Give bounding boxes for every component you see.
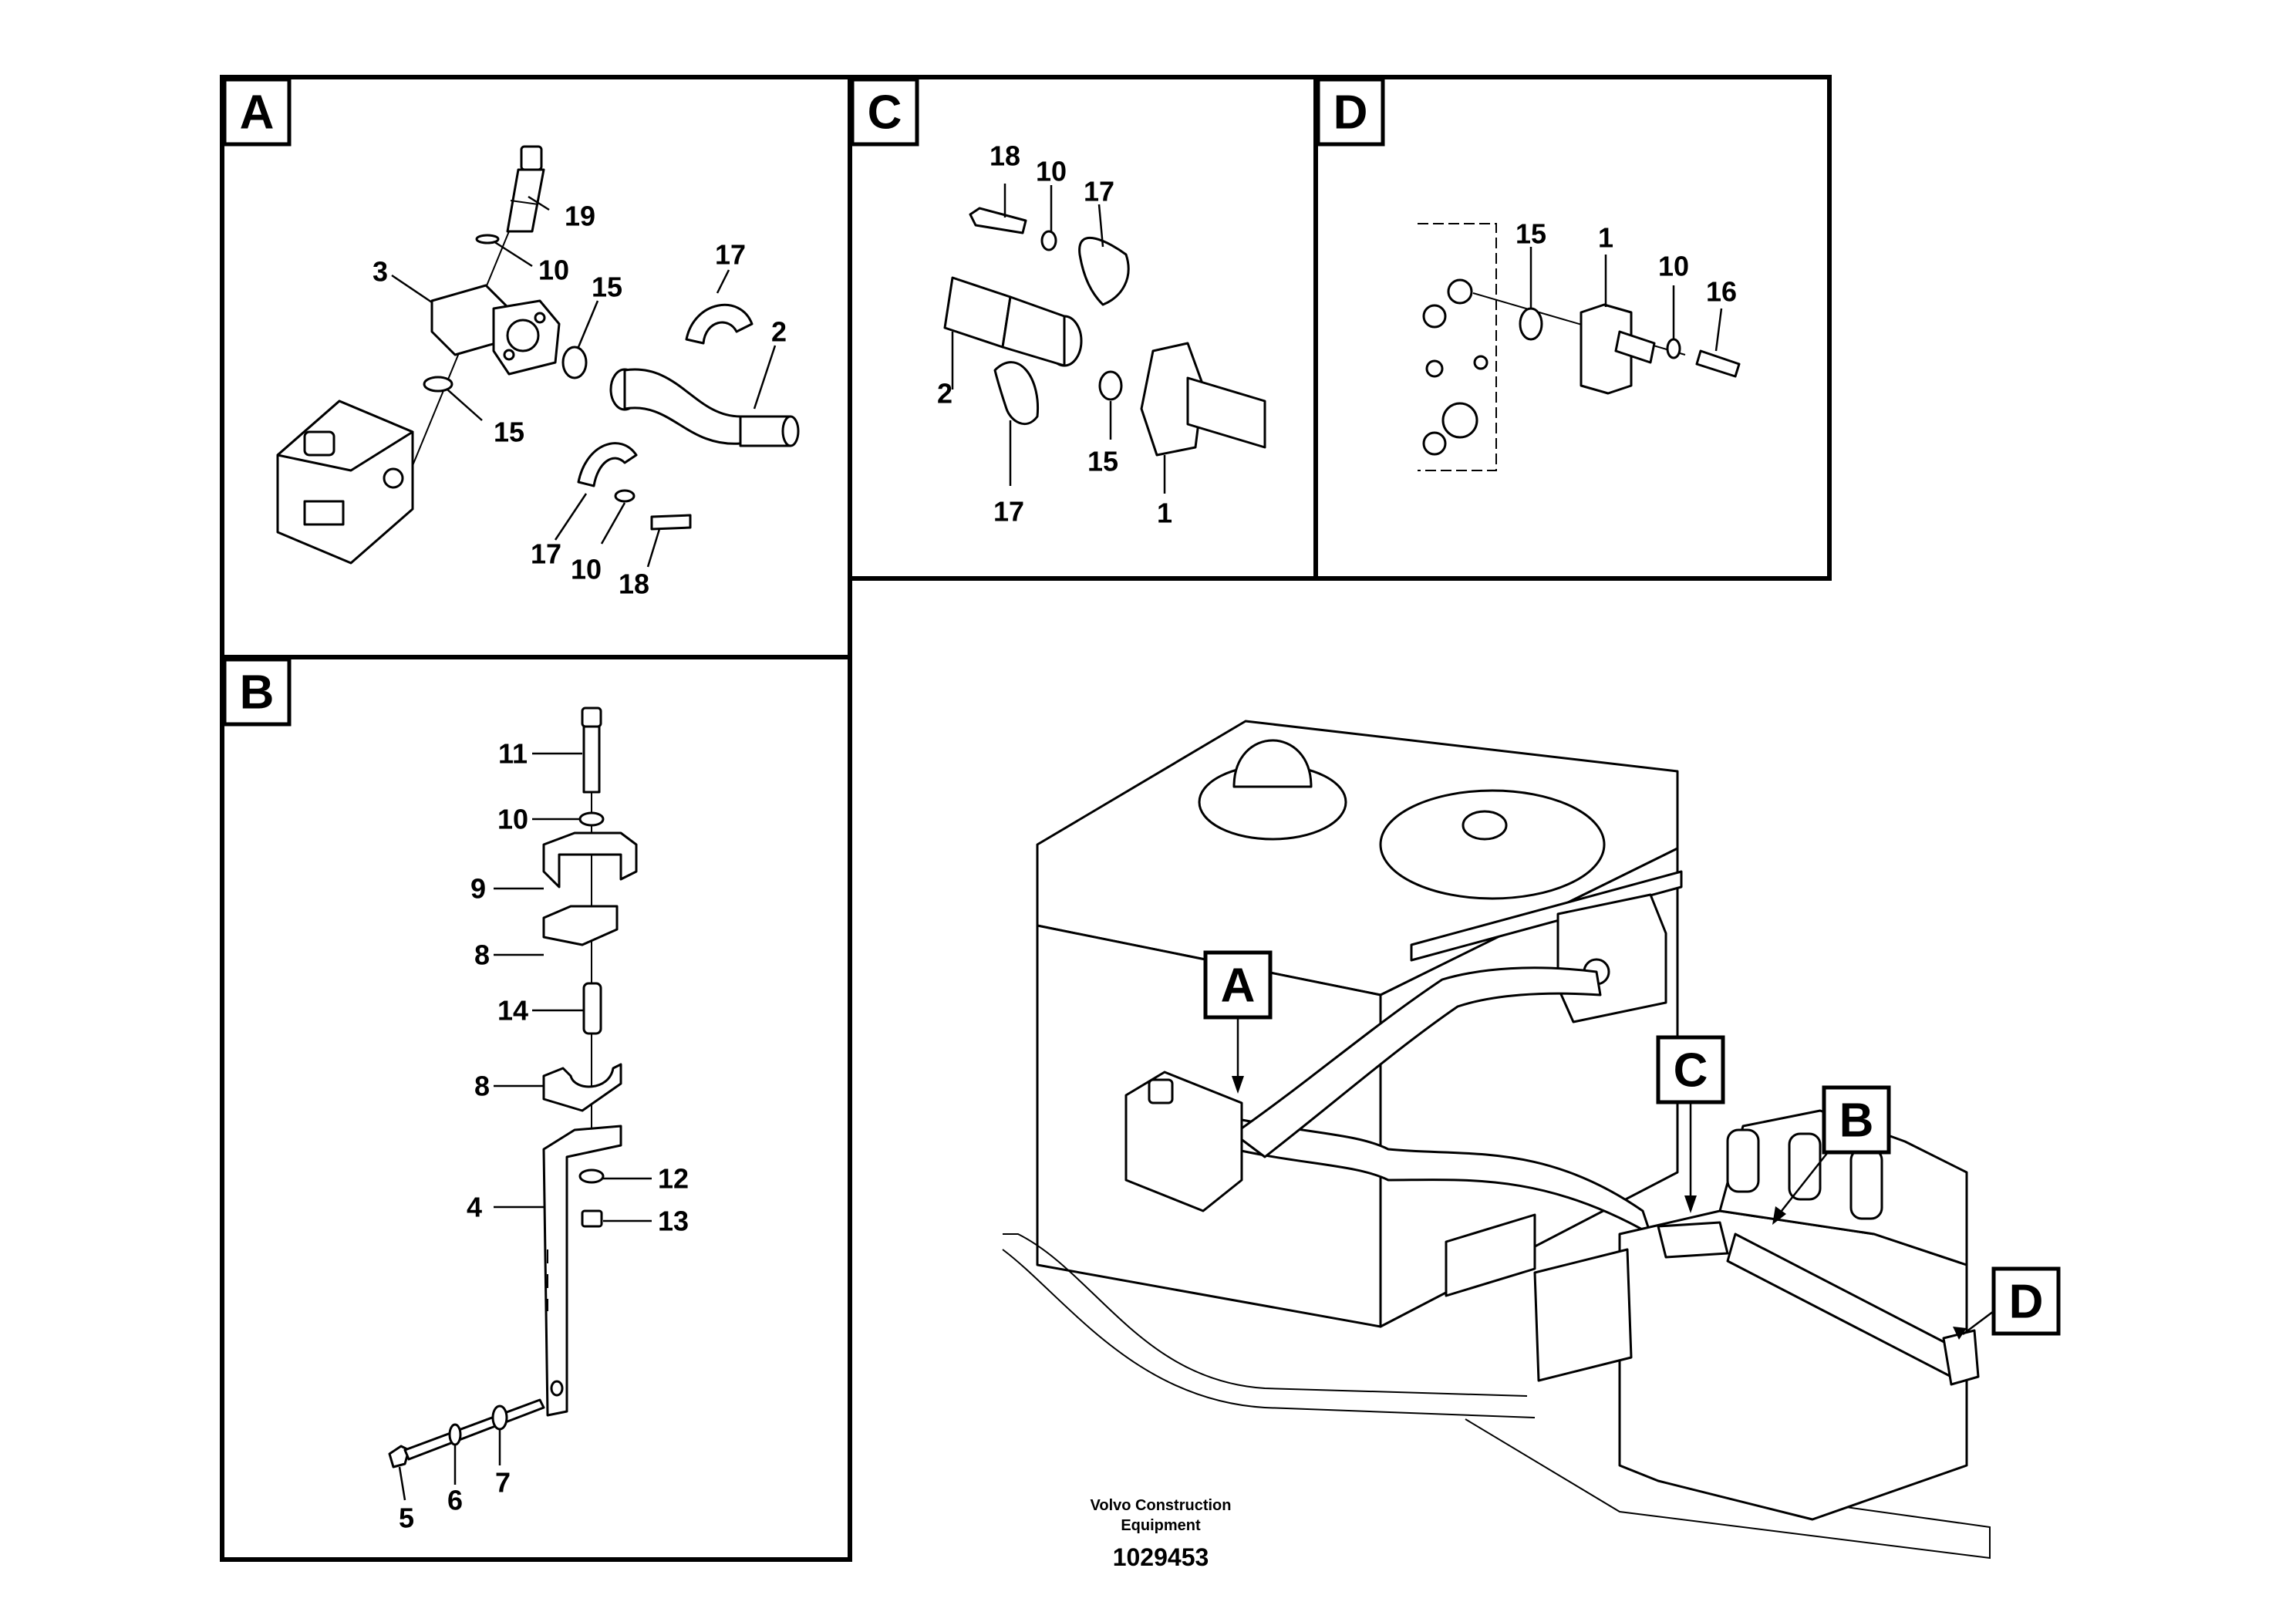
bolt-18 [650, 514, 692, 531]
overview-tag-a-letter: A [1221, 959, 1256, 1013]
view-d-frame [1313, 75, 1832, 581]
clamp-half-17-upper [685, 303, 754, 345]
view-c-letter: C [868, 86, 902, 140]
sleeve-14 [582, 982, 602, 1035]
view-b-frame [220, 655, 852, 1562]
callout-15: 15 [1087, 446, 1118, 477]
callout-13: 13 [658, 1206, 689, 1237]
bolt-19 [506, 145, 545, 233]
overview-tag-d-letter: D [2009, 1276, 2044, 1329]
callout-16: 16 [1706, 276, 1737, 308]
o-ring-15 [1098, 370, 1123, 401]
overview-valve-a [1124, 1071, 1243, 1212]
overview-tag-a: A [1203, 950, 1273, 1094]
drawing-reference: 1029453 [1113, 1543, 1209, 1571]
view-c-drawing: 18 10 17 2 15 17 1 [937, 140, 1266, 529]
callout-15: 15 [1515, 218, 1546, 250]
callout-4: 4 [467, 1192, 482, 1223]
washer-6 [448, 1423, 462, 1446]
view-d-tag: D [1316, 77, 1385, 147]
overview-tag-c: C [1656, 1035, 1725, 1213]
callout-17-lower: 17 [531, 538, 561, 570]
callout-15: 15 [592, 271, 622, 303]
flange-1 [1580, 303, 1656, 395]
clamp-half-8-upper [542, 905, 619, 946]
callout-15-lower: 15 [494, 416, 524, 448]
washer-10 [578, 811, 605, 827]
callout-10-lower: 10 [571, 554, 602, 585]
callout-2: 2 [937, 378, 952, 410]
callout-10: 10 [497, 804, 528, 835]
nut-13 [581, 1209, 603, 1228]
bolt-16 [1695, 349, 1741, 378]
callout-8: 8 [474, 939, 490, 971]
view-a-drawing: 19 10 3 15 17 2 15 17 10 18 [276, 145, 800, 600]
view-d-drawing: 15 1 10 16 [1418, 218, 1741, 471]
bolt-11 [581, 706, 602, 794]
washer-12 [578, 1168, 605, 1184]
bolt-18 [969, 207, 1027, 234]
callout-17: 17 [715, 239, 746, 271]
callout-17: 17 [1084, 176, 1114, 207]
solenoid-valve-block [276, 400, 414, 565]
callout-10: 10 [1658, 251, 1689, 282]
callout-7: 7 [495, 1467, 511, 1499]
callout-10: 10 [538, 255, 569, 286]
view-d-letter: D [1333, 86, 1368, 140]
control-valve [1533, 1109, 1980, 1521]
callout-18: 18 [990, 140, 1020, 172]
flange-1 [1140, 342, 1266, 457]
callout-17-lower: 17 [993, 496, 1024, 528]
callout-3: 3 [373, 256, 388, 288]
hose-end-2 [943, 276, 1083, 367]
view-c-frame [848, 75, 1318, 581]
overview-tag-b: B [1772, 1085, 1891, 1225]
callout-18: 18 [619, 568, 649, 600]
clamp-half-17-upper [1078, 237, 1130, 306]
clamp-cap-9 [542, 831, 638, 889]
overview-drawing: A C B D [1002, 720, 2061, 1560]
manufacturer-line-1: Volvo Construction [1091, 1497, 1232, 1514]
overview-tag-d: D [1953, 1266, 2061, 1340]
callout-9: 9 [470, 873, 486, 905]
clamp-half-17-lower [577, 442, 638, 487]
valve-body [1418, 223, 1497, 471]
callout-1: 1 [1157, 497, 1172, 529]
hydraulic-tank [1036, 720, 1683, 1328]
overview-tag-b-letter: B [1839, 1094, 1874, 1148]
callout-19: 19 [565, 201, 595, 232]
split-flange-3 [430, 284, 561, 376]
callout-12: 12 [658, 1163, 689, 1195]
view-a-tag: A [222, 77, 292, 147]
callout-5: 5 [399, 1502, 414, 1534]
callout-1: 1 [1598, 222, 1613, 254]
view-c-tag: C [850, 77, 919, 147]
washer-10 [1040, 230, 1057, 251]
washer-10 [1666, 338, 1681, 359]
overview-tag-c-letter: C [1674, 1044, 1708, 1098]
o-ring-15 [1519, 307, 1543, 341]
callout-14: 14 [497, 995, 528, 1027]
callout-8-lower: 8 [474, 1071, 490, 1102]
hose-2 [609, 368, 800, 447]
callout-10: 10 [1036, 156, 1067, 187]
manufacturer-line-2: Equipment [1121, 1517, 1201, 1534]
clamp-half-17-lower [993, 361, 1040, 426]
clamp-half-8-lower [542, 1063, 622, 1112]
callout-2: 2 [771, 316, 787, 348]
callout-11: 11 [498, 738, 528, 770]
bracket-4 [542, 1125, 622, 1417]
view-b-drawing: 11 10 9 8 14 8 12 4 13 5 6 7 [388, 706, 689, 1534]
view-b-letter: B [240, 666, 275, 720]
view-a-letter: A [240, 86, 275, 140]
washer-7 [491, 1404, 508, 1431]
callout-6: 6 [447, 1485, 463, 1516]
view-b-tag: B [222, 657, 292, 727]
